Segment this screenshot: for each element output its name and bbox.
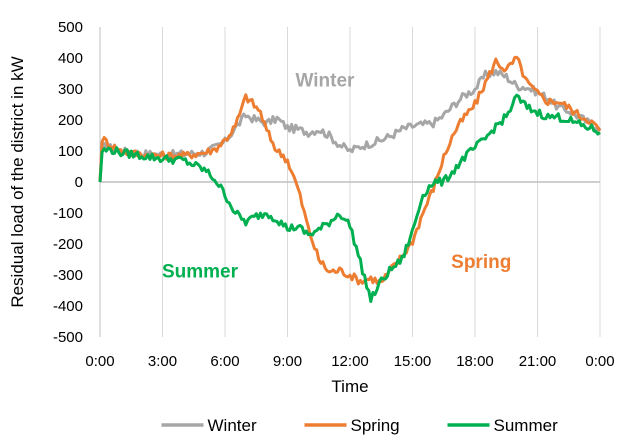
x-tick-label: 0:00 [85,353,114,370]
legend-label-summer: Summer [494,416,559,435]
y-tick-label: 500 [58,19,83,36]
y-tick-label: -200 [53,236,83,253]
y-tick-label: 0 [75,174,83,191]
x-tick-label: 9:00 [273,353,302,370]
legend-item-summer: Summer [447,416,559,435]
x-tick-label: 0:00 [585,353,614,370]
x-tick-label: 15:00 [394,353,432,370]
series-line-summer [98,93,601,303]
legend: Winter Spring Summer [161,416,559,435]
legend-label-spring: Spring [351,416,400,435]
x-tick-label: 18:00 [456,353,494,370]
y-tick-label: -400 [53,298,83,315]
annotation-summer: Summer [162,261,239,282]
series-lines [98,55,602,303]
x-tick-labels: 0:00 3:00 6:00 9:00 12:00 15:00 18:00 21:00 0:00 [85,353,614,370]
annotation-spring: Spring [451,252,511,273]
y-tick-label: -300 [53,267,83,284]
y-tick-label: 100 [58,143,83,160]
legend-item-winter: Winter [161,416,257,435]
y-tick-labels: -500 -400 -300 -200 -100 0 100 200 300 400 500 [53,19,83,346]
y-tick-label: -100 [53,205,83,222]
y-tick-label: 200 [58,112,83,129]
x-tick-label: 21:00 [519,353,557,370]
y-tick-label: 300 [58,81,83,98]
x-tick-label: 12:00 [331,353,369,370]
legend-item-spring: Spring [304,416,400,435]
legend-label-winter: Winter [208,416,257,435]
y-tick-label: -500 [53,329,83,346]
x-tick-label: 6:00 [210,353,239,370]
series-line-spring [98,55,602,286]
x-axis-title: Time [331,377,368,396]
y-tick-label: 400 [58,50,83,67]
x-tick-label: 3:00 [148,353,177,370]
y-axis-title: Residual load of the district in kW [8,56,27,307]
annotation-winter: Winter [296,71,356,92]
